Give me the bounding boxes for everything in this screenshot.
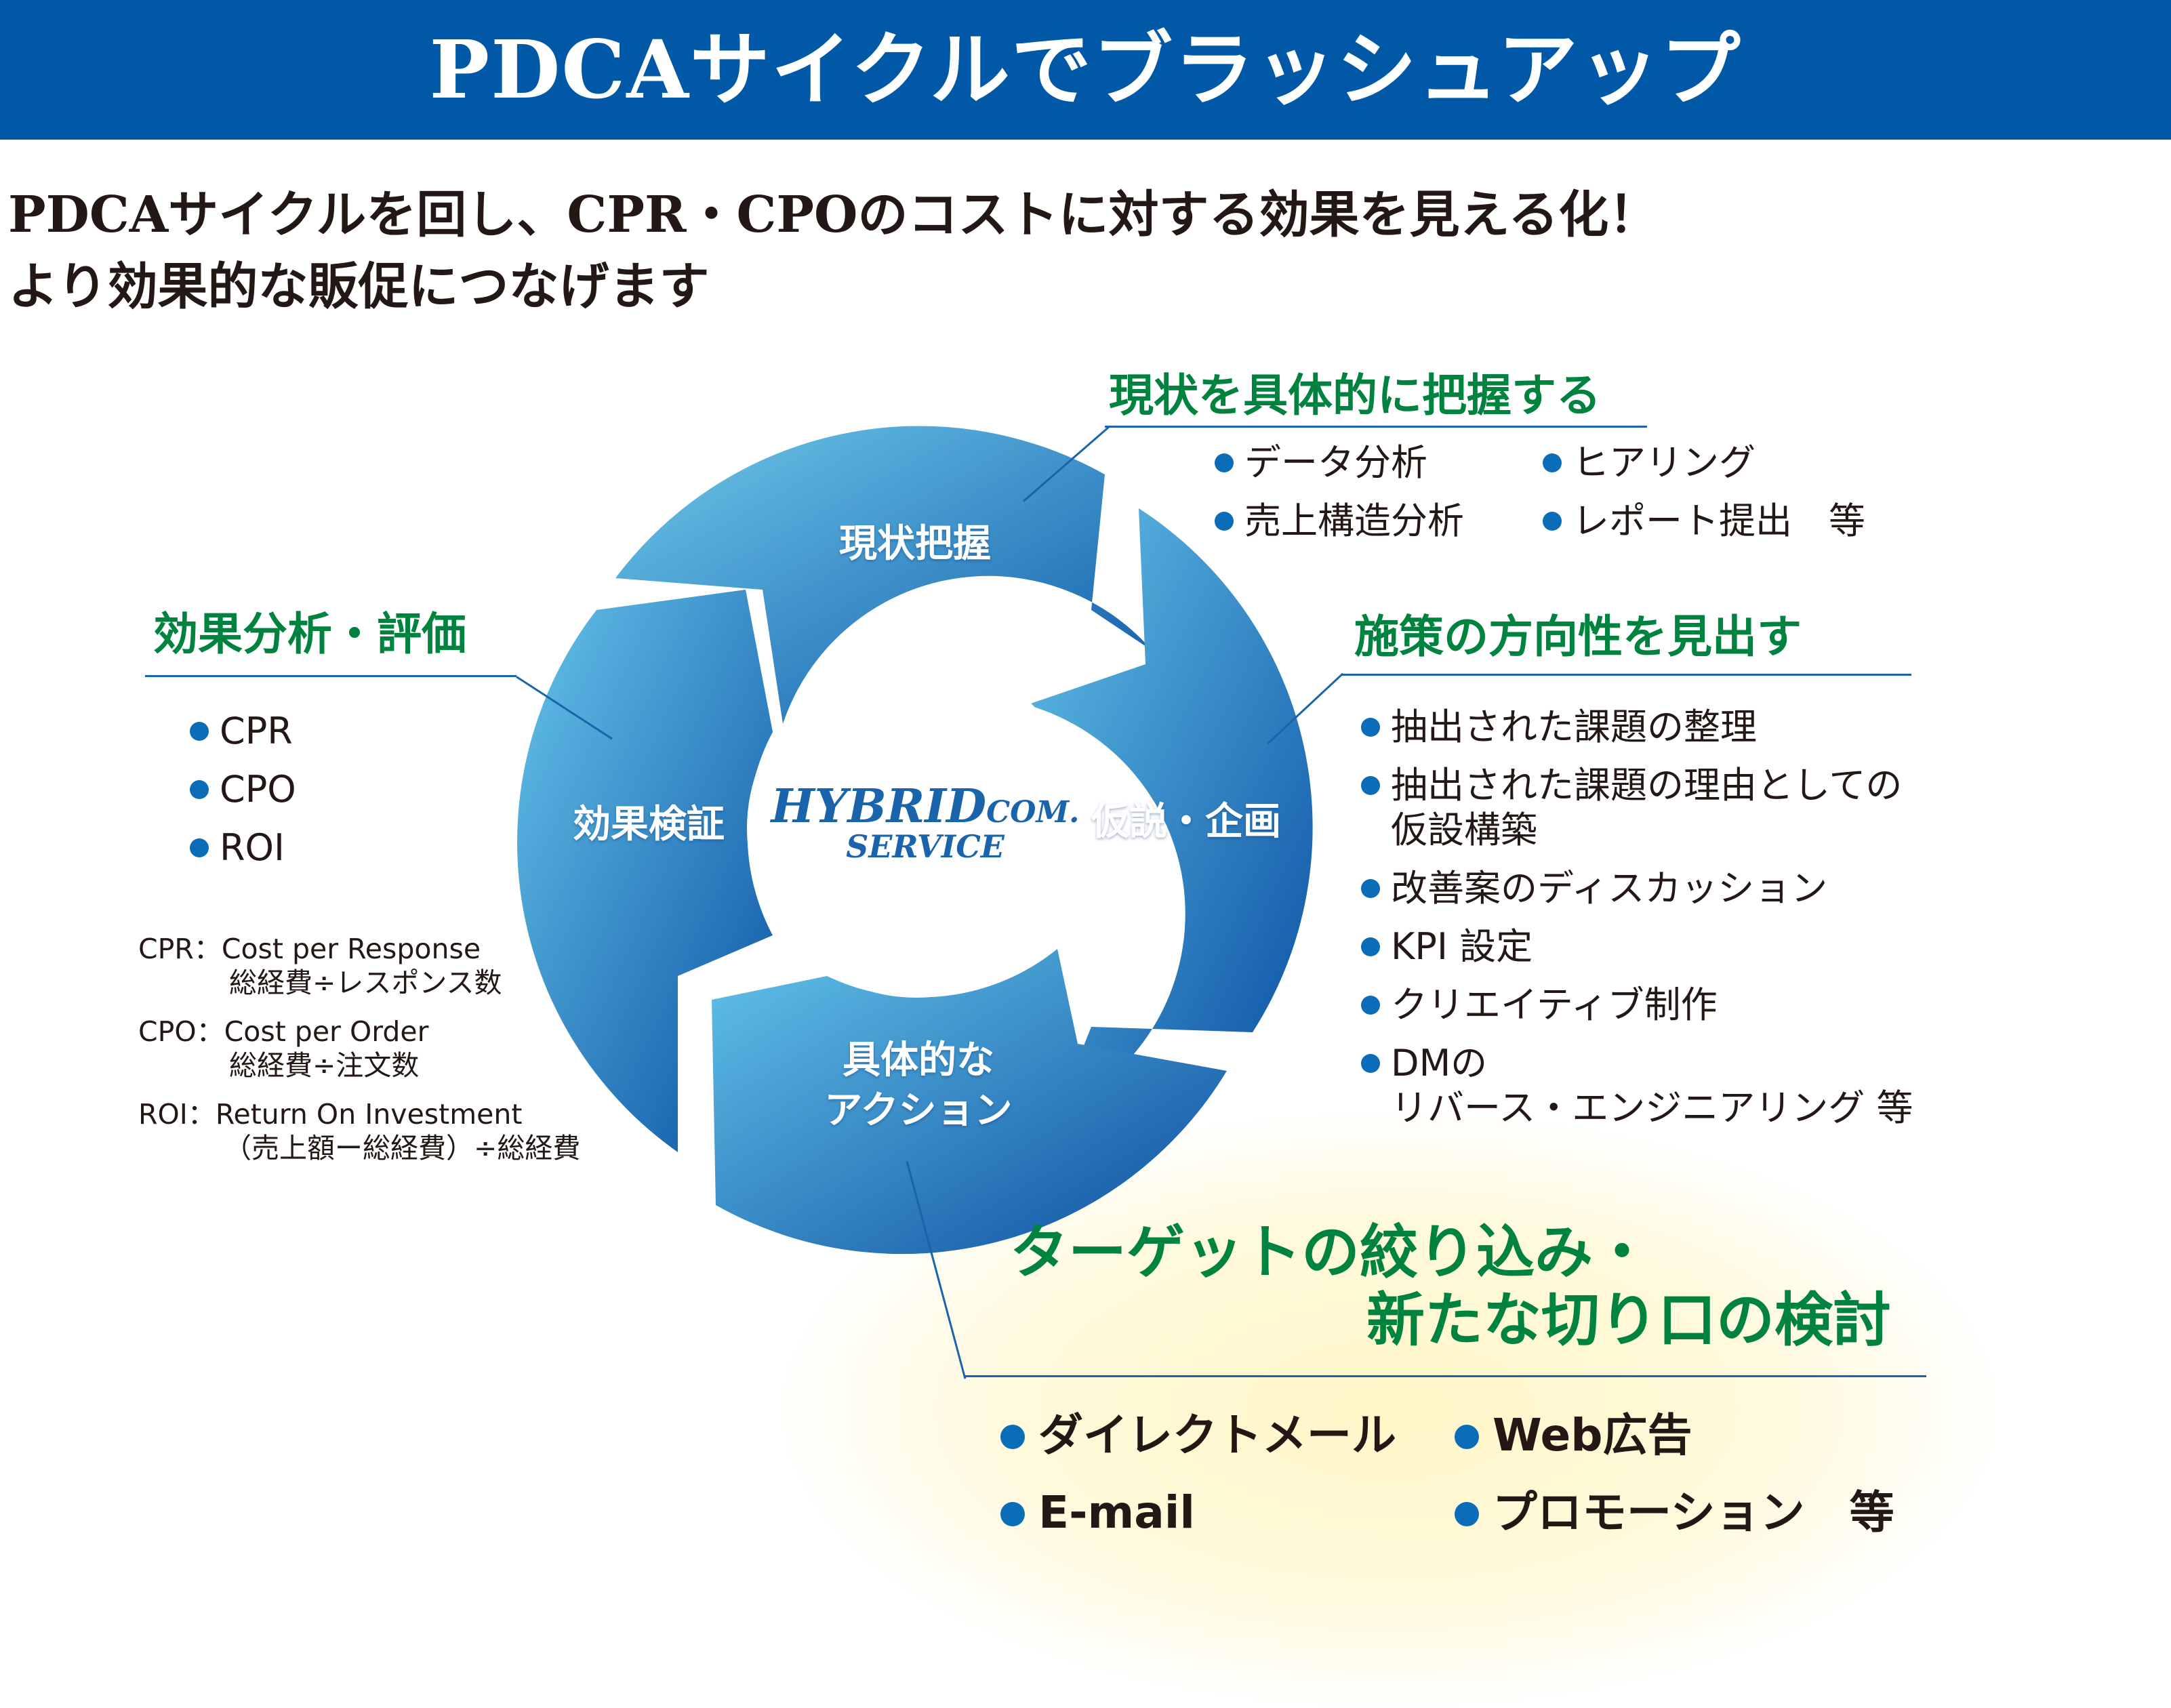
list-action-1: ダイレクトメール E-mail	[1000, 1408, 1396, 1540]
abbr-cpo: CPO：Cost per Order	[138, 1015, 429, 1048]
heading-action-2: 新たな切り口の検討	[1366, 1286, 1891, 1354]
list-action-2: Web広告 プロモーション 等	[1455, 1408, 1894, 1540]
list-item: KPI 設定	[1361, 924, 1913, 969]
rule-action	[964, 1375, 1926, 1377]
list-item: プロモーション 等	[1455, 1486, 1894, 1540]
list-item: ヒアリング	[1543, 441, 1865, 485]
abbr-cpr: CPR：Cost per Response	[138, 933, 481, 965]
heading-evaluation: 効果分析・評価	[153, 608, 466, 660]
list-item: CPO	[190, 767, 296, 812]
list-item-text-cont: リバース・エンジニアリング 等	[1391, 1086, 1913, 1129]
segment-left	[517, 590, 773, 1152]
list-item-text-cont: 仮設構築	[1391, 809, 1537, 851]
page-title: PDCAサイクルでブラッシュアップ	[429, 22, 1742, 117]
list-direction: 抽出された課題の整理 抽出された課題の理由としての仮設構築 改善案のディスカッシ…	[1361, 705, 1913, 1144]
list-item: ダイレクトメール	[1000, 1408, 1396, 1463]
list-item: Web広告	[1455, 1408, 1894, 1463]
rule-current-state	[1105, 426, 1647, 428]
hybrid-logo: HYBRIDCOM. SERVICE	[766, 779, 1084, 865]
list-item: クリエイティブ制作	[1361, 983, 1913, 1028]
list-item: レポート提出 等	[1543, 499, 1865, 544]
segment-label-bottom-1: 具体的な	[843, 1038, 994, 1082]
list-item: 改善案のディスカッション	[1361, 866, 1913, 911]
list-item: 売上構造分析	[1215, 499, 1464, 544]
segment-bottom	[712, 949, 1227, 1255]
segment-top	[615, 426, 1152, 724]
list-item: 抽出された課題の理由としての仮設構築	[1361, 763, 1913, 853]
segment-label-bottom-2: アクション	[824, 1089, 1013, 1133]
heading-current-state: 現状を具体的に把握する	[1109, 369, 1601, 422]
heading-action-1: ターゲットの絞り込み・	[1010, 1219, 1651, 1286]
list-item: 抽出された課題の整理	[1361, 705, 1913, 750]
list-item-text: 抽出された課題の理由としての	[1391, 764, 1903, 807]
heading-direction: 施策の方向性を見出す	[1354, 611, 1802, 663]
abbr-roi-formula: （売上額ー総経費）÷総経費	[224, 1132, 581, 1164]
segment-label-right: 仮説・企画	[1091, 800, 1281, 844]
list-current-state-1: データ分析 売上構造分析	[1215, 441, 1464, 557]
center-hub	[747, 659, 1086, 998]
lead-line-2: より効果的な販促につなげます	[8, 258, 710, 316]
rule-direction	[1342, 674, 1911, 676]
logo-com: COM.	[986, 795, 1080, 830]
abbr-roi: ROI：Return On Investment	[138, 1098, 523, 1131]
abbr-cpr-formula: 総経費÷レスポンス数	[229, 967, 502, 999]
title-banner: PDCAサイクルでブラッシュアップ	[0, 0, 2171, 140]
list-item: データ分析	[1215, 441, 1464, 485]
segment-right	[1027, 508, 1313, 1112]
segment-label-left: 効果検証	[573, 802, 725, 847]
list-evaluation: CPR CPO ROI	[190, 709, 296, 884]
list-item: CPR	[190, 709, 296, 754]
segment-label-top: 現状把握	[839, 522, 991, 566]
abbr-cpo-formula: 総経費÷注文数	[229, 1049, 420, 1082]
lead-line-1: PDCAサイクルを回し、CPR・CPOのコストに対する効果を見える化！	[8, 186, 1659, 244]
pdca-cycle-ring	[517, 426, 1313, 1255]
list-current-state-2: ヒアリング レポート提出 等	[1543, 441, 1865, 557]
list-item: DMのリバース・エンジニアリング 等	[1361, 1041, 1913, 1131]
logo-service: SERVICE	[846, 828, 1005, 865]
rule-evaluation	[145, 675, 516, 677]
logo-hybrid: HYBRID	[771, 779, 987, 834]
list-item: E-mail	[1000, 1486, 1396, 1540]
list-item: ROI	[190, 826, 296, 870]
list-item-text: DMの	[1391, 1042, 1488, 1084]
